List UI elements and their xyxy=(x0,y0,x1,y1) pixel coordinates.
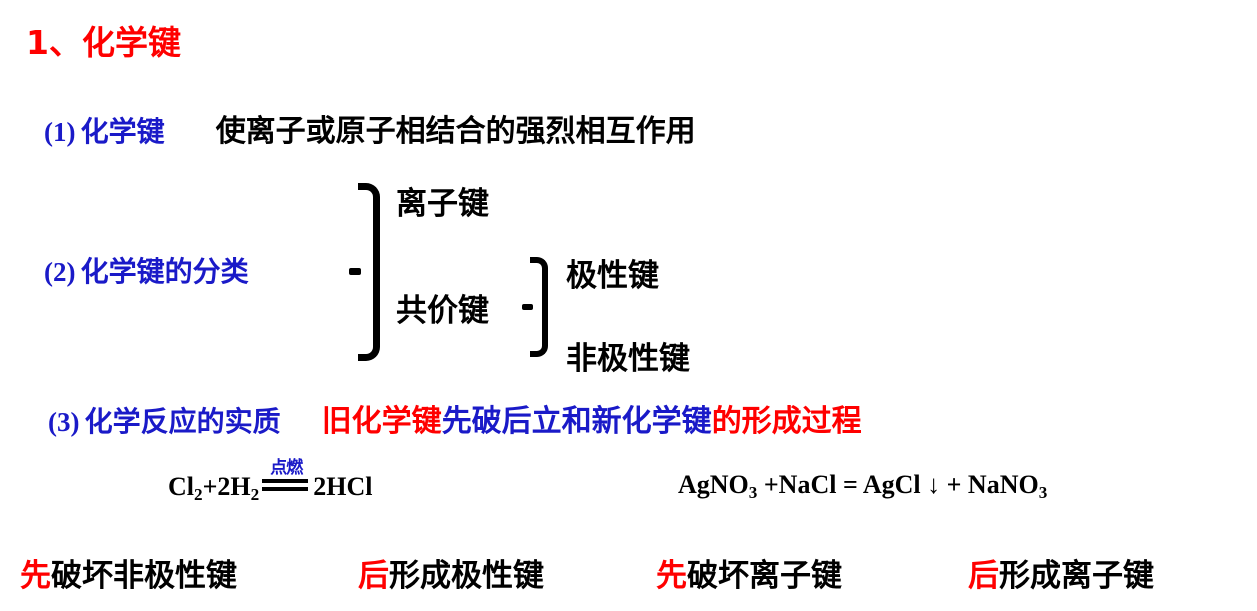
eq-right-nano-sub: 3 xyxy=(1038,482,1048,502)
equals-bar-upper-icon xyxy=(262,479,309,483)
branch-polar-bond: 极性键 xyxy=(566,258,659,294)
brace-main-icon xyxy=(349,183,380,361)
branch-covalent-bond: 共价键 xyxy=(396,293,489,329)
conclusion-item: 先破坏非极性键 xyxy=(20,550,237,595)
eq-left-h-sub: 2 xyxy=(250,484,260,504)
definition-text: 使离子或原子相结合的强烈相互作用 xyxy=(215,114,696,149)
item-number-2: (2) xyxy=(44,257,76,287)
conclusion-item: 先破坏离子键 xyxy=(656,550,842,595)
eq-right-agno-sub: 3 xyxy=(748,482,758,502)
eq-left-cl: Cl xyxy=(168,472,194,501)
brace-arm-top xyxy=(358,183,380,272)
conclusion-rest: 破坏非极性键 xyxy=(51,558,237,594)
reaction-condition-label: 点燃 xyxy=(270,458,303,478)
eq-left-cl-sub: 2 xyxy=(194,484,203,504)
essence-segment-formation: 的形成过程 xyxy=(711,404,862,439)
eq-right-middle: +NaCl = AgCl ↓ + NaNO xyxy=(757,470,1039,499)
brace-sub-arm-top xyxy=(530,257,548,307)
conclusion-rest: 形成离子键 xyxy=(999,558,1154,594)
essence-row: (3) 化学反应的实质 旧化学键先破后立和新化学键的形成过程 xyxy=(48,396,862,440)
eq-left-reactants: Cl2+2H2 xyxy=(168,472,260,504)
eq-right-agno: AgNO xyxy=(678,470,749,499)
brace-sub-center-nib xyxy=(522,304,533,310)
eq-left-product: 2HCl xyxy=(313,472,373,501)
conclusion-rest: 破坏离子键 xyxy=(687,558,842,594)
brace-sub-arm-bottom xyxy=(530,307,548,357)
eq-left-h: H xyxy=(230,472,251,501)
item-label-reaction-essence: 化学反应的实质 xyxy=(84,405,281,438)
equals-bar-lower-icon xyxy=(262,487,309,491)
item-number-3: (3) xyxy=(48,407,80,437)
conclusion-rest: 形成极性键 xyxy=(389,558,544,594)
eq-left-plus: +2 xyxy=(202,472,231,501)
conclusion-prefix: 后 xyxy=(968,558,999,594)
branch-nonpolar-bond: 非极性键 xyxy=(566,341,690,377)
brace-arm-bottom xyxy=(358,272,380,361)
page-title: 1、化学键 xyxy=(26,23,181,62)
item-label-classification: 化学键的分类 xyxy=(80,255,249,288)
equation-silver-nitrate: AgNO3 +NaCl = AgCl ↓ + NaNO3 xyxy=(678,470,1047,503)
conclusion-item: 后形成离子键 xyxy=(968,550,1154,595)
essence-segment-break-form: 先破后立和新化学键 xyxy=(441,404,712,439)
conclusion-prefix: 后 xyxy=(358,558,389,594)
equation-hydrogen-chlorine: Cl2+2H2 点燃 2HCl xyxy=(168,458,373,505)
branch-ionic-bond: 离子键 xyxy=(396,186,489,222)
conclusion-item: 后形成极性键 xyxy=(358,550,544,595)
essence-segment-old-bond: 旧化学键 xyxy=(321,404,442,439)
classification-row: (2) 化学键的分类 xyxy=(44,250,249,290)
brace-sub-icon xyxy=(522,257,548,357)
brace-center-nib xyxy=(349,268,361,275)
item-number-1: (1) xyxy=(44,117,76,147)
conclusion-prefix: 先 xyxy=(20,558,51,594)
essence-text: 旧化学键先破后立和新化学键的形成过程 xyxy=(322,404,862,439)
definition-row: (1) 化学键 使离子或原子相结合的强烈相互作用 xyxy=(44,106,696,150)
conclusion-prefix: 先 xyxy=(656,558,687,594)
item-label-chemical-bond: 化学键 xyxy=(80,115,165,148)
